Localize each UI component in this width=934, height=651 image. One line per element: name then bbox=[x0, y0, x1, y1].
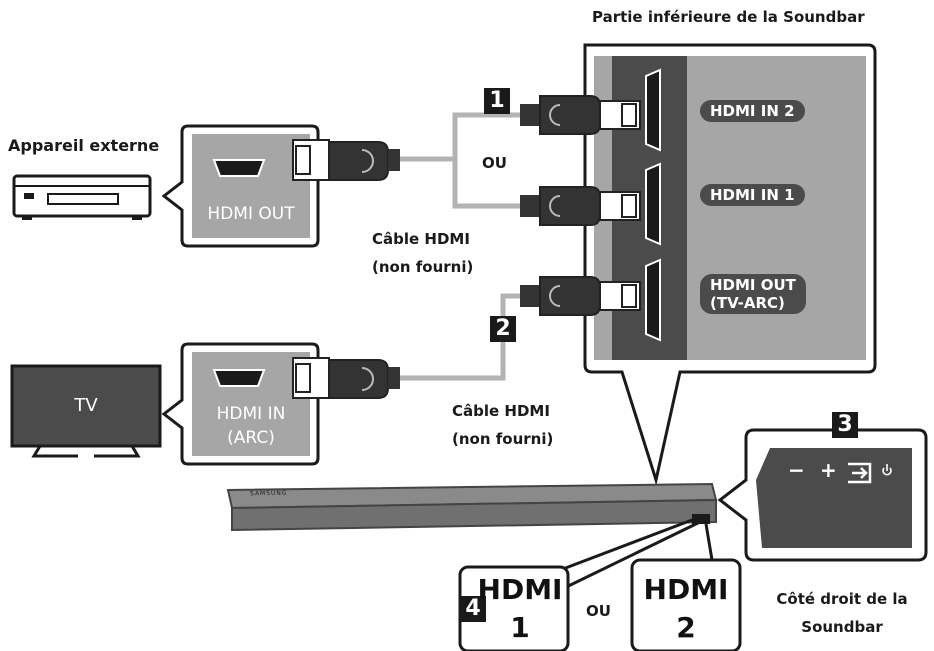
right-side-title-line2: Soundbar bbox=[801, 618, 883, 636]
hdmi-1-tag-line1: HDMI bbox=[477, 573, 563, 606]
right-side-title-line1: Côté droit de la bbox=[776, 590, 908, 608]
hdmi-1-tag-line2: 1 bbox=[510, 611, 530, 644]
connector-to-hdmi-in-1 bbox=[520, 186, 641, 226]
soundbar-port-hdmi-in-1 bbox=[645, 162, 661, 246]
tv-port-label-line1: HDMI IN bbox=[216, 404, 286, 424]
device-hdmi-port-icon bbox=[212, 159, 266, 177]
or-label-top: OU bbox=[482, 154, 507, 172]
cable-1-label-line1: Câble HDMI bbox=[372, 230, 470, 248]
cable-2-label-line2: (non fourni) bbox=[452, 430, 554, 448]
right-side-panel bbox=[756, 448, 912, 548]
soundbar-port-hdmi-out bbox=[645, 258, 661, 342]
connector-at-device bbox=[292, 139, 400, 181]
step-4-badge: 4 bbox=[460, 596, 486, 622]
step-3-badge: 3 bbox=[832, 412, 858, 438]
step-1-badge: 1 bbox=[484, 88, 510, 114]
tv-screen-label: TV bbox=[74, 395, 98, 416]
port-label-hdmi-out-tv-arc: HDMI OUT (TV-ARC) bbox=[700, 274, 806, 314]
soundbar-brand-logo: SAMSUNG bbox=[249, 489, 288, 498]
connector-to-hdmi-in-2 bbox=[520, 95, 641, 135]
step-2-badge: 2 bbox=[490, 316, 516, 342]
hdmi-2-tag-line2: 2 bbox=[676, 611, 696, 644]
power-icon bbox=[882, 464, 892, 476]
tv-hdmi-port-icon bbox=[212, 369, 266, 387]
port-label-hdmi-in-1: HDMI IN 1 bbox=[700, 184, 805, 206]
external-device-panel bbox=[192, 134, 310, 238]
cable-1-label-line2: (non fourni) bbox=[372, 258, 474, 276]
volume-down-button: − bbox=[788, 458, 805, 482]
volume-up-button: + bbox=[820, 458, 837, 482]
soundbar-port-hdmi-in-2 bbox=[645, 68, 661, 152]
external-device-icon bbox=[12, 174, 152, 220]
connector-to-hdmi-out bbox=[520, 276, 641, 316]
or-label-bottom: OU bbox=[586, 602, 611, 620]
hdmi-2-tag-line1: HDMI bbox=[643, 573, 729, 606]
hdmi-2-tag-frame bbox=[630, 558, 742, 651]
port-label-hdmi-out-line1: HDMI OUT bbox=[710, 276, 796, 294]
soundbar-bottom-title: Partie inférieure de la Soundbar bbox=[592, 8, 865, 26]
soundbar-body bbox=[226, 482, 718, 532]
input-source-icon bbox=[848, 462, 872, 484]
connector-at-tv bbox=[292, 357, 400, 399]
device-port-label: HDMI OUT bbox=[207, 204, 295, 224]
port-label-hdmi-out-line2: (TV-ARC) bbox=[710, 294, 785, 312]
tv-port-label-line2: (ARC) bbox=[227, 428, 275, 448]
external-device-title: Appareil externe bbox=[8, 136, 160, 155]
tv-icon bbox=[10, 364, 162, 458]
display-pointer-lines bbox=[554, 518, 714, 594]
port-label-hdmi-in-2: HDMI IN 2 bbox=[700, 100, 805, 122]
cable-2-label-line1: Câble HDMI bbox=[452, 402, 550, 420]
